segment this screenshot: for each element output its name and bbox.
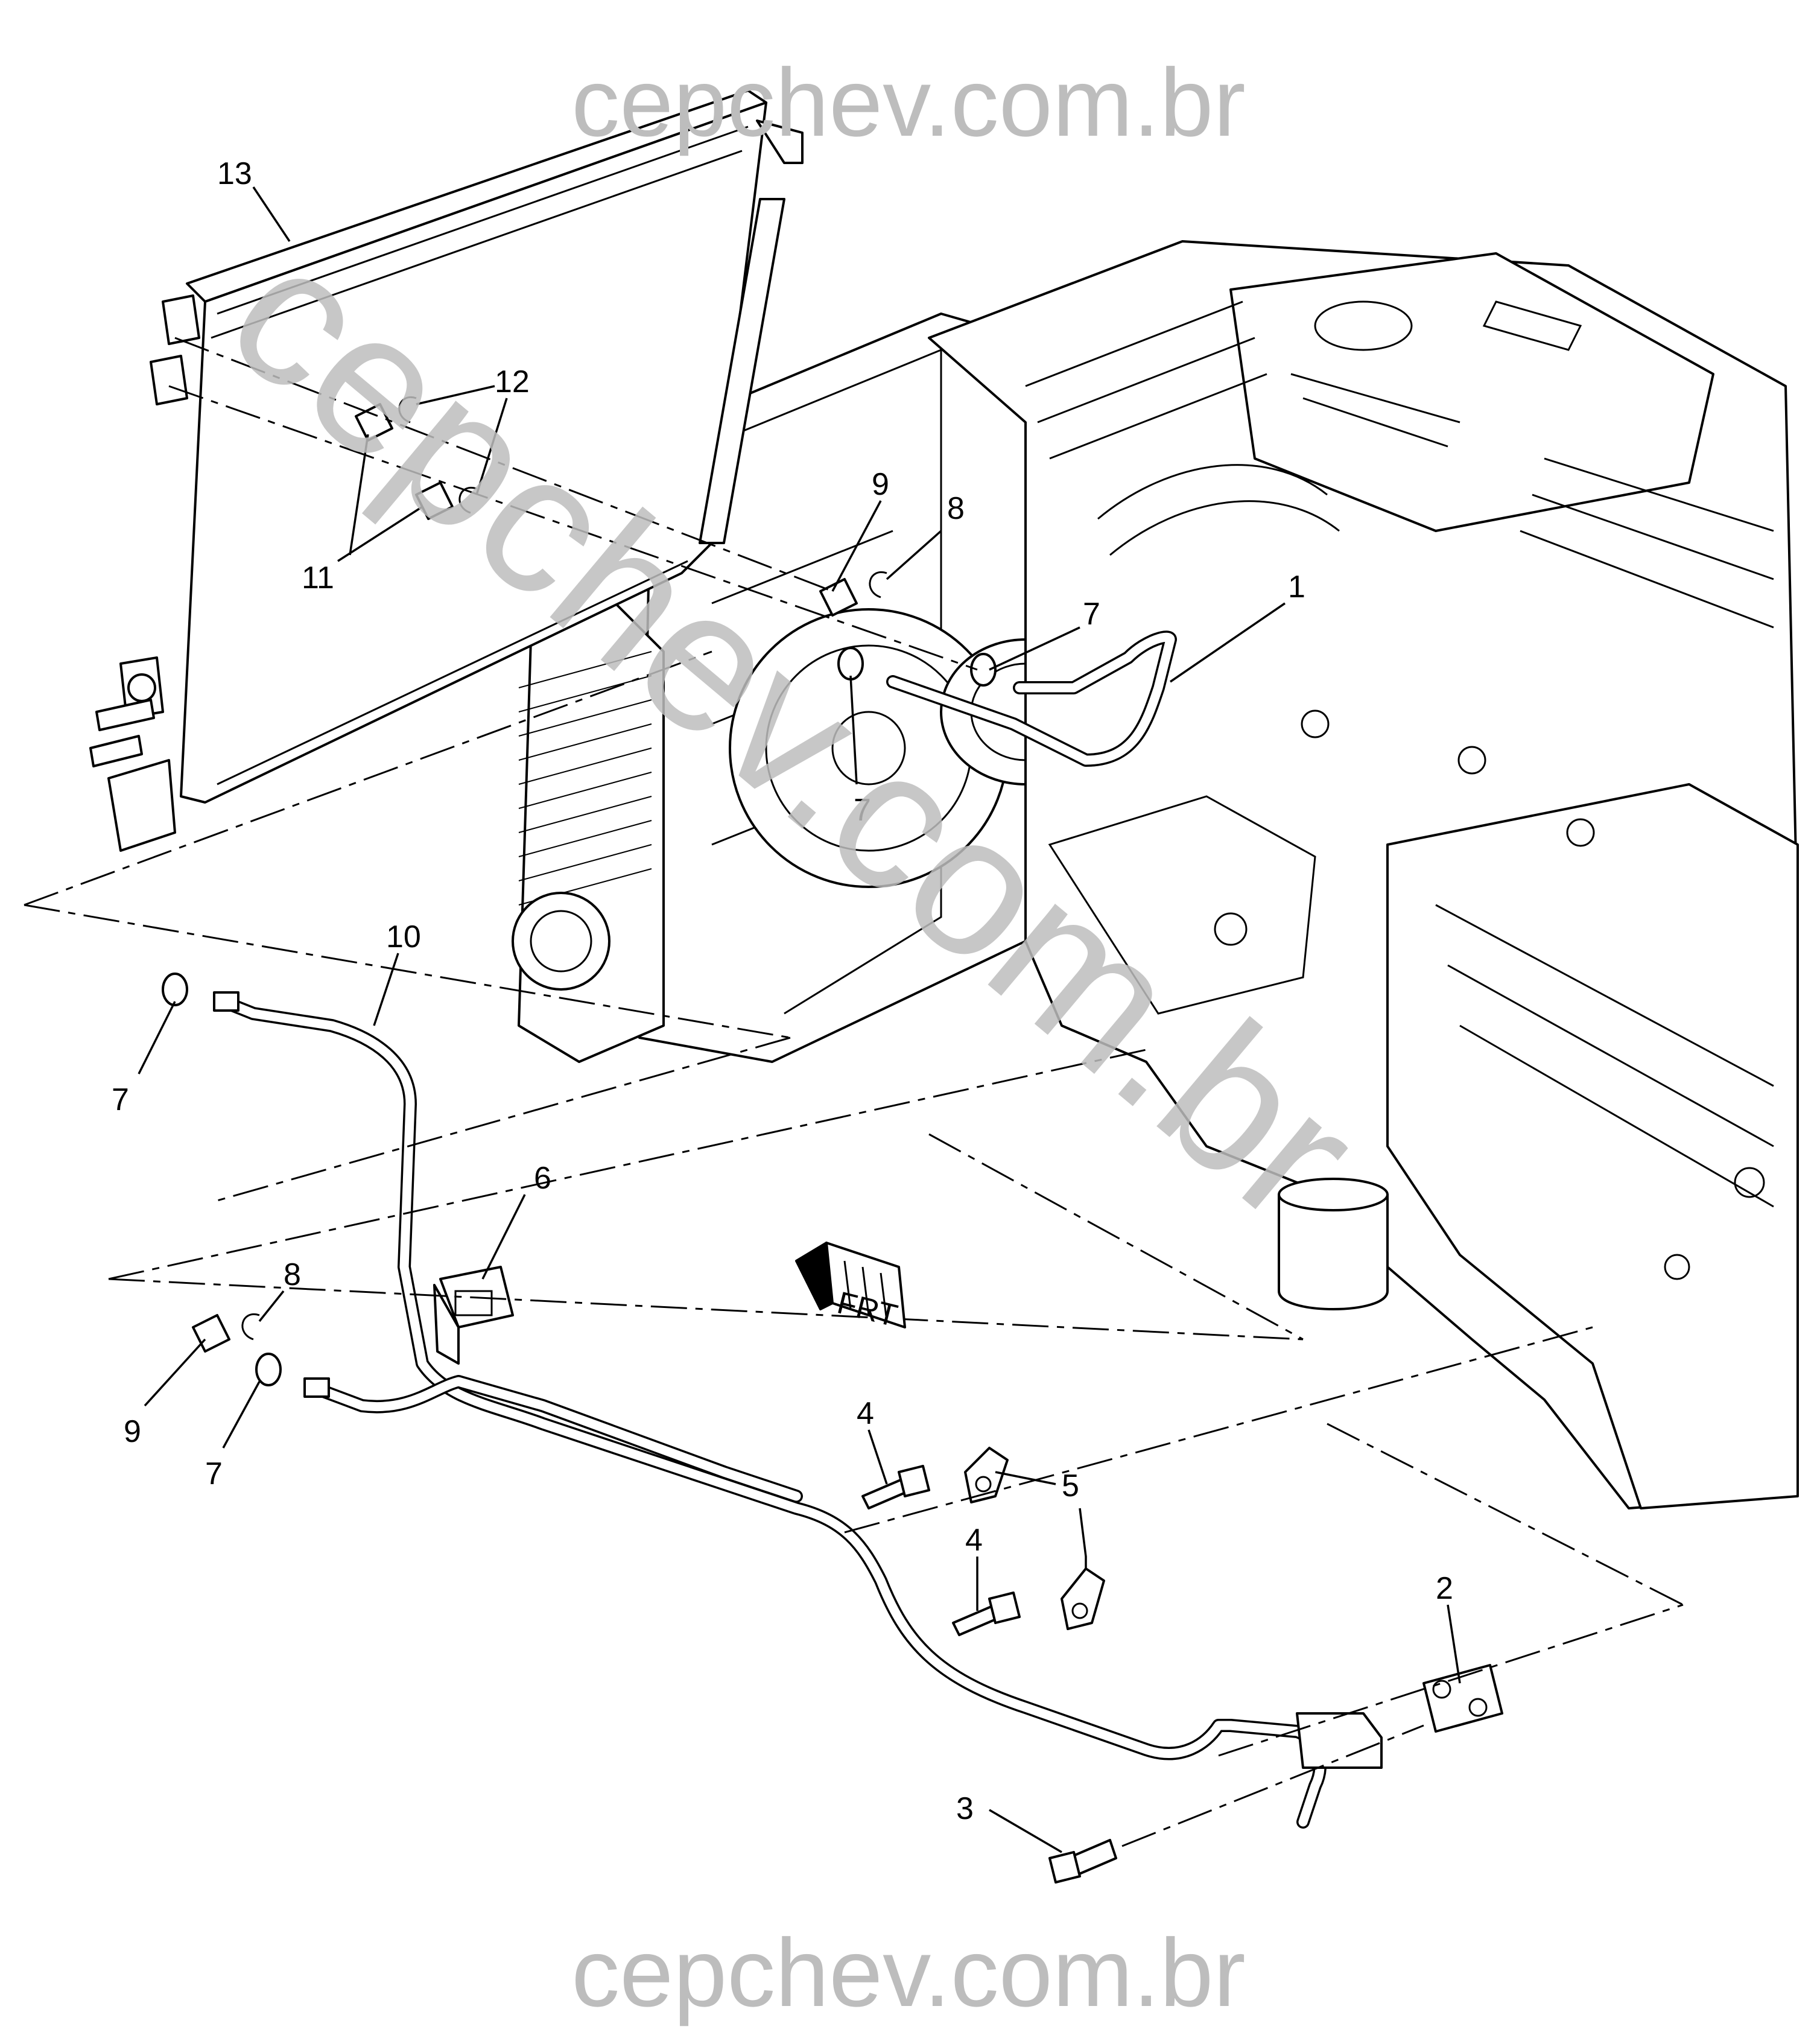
clip-part-8-upper [869,571,887,598]
callout-5: 5 [1062,1468,1079,1503]
clip-part-8-lower [241,1313,260,1341]
callout-7-left: 7 [112,1082,129,1117]
leader-lines [138,186,1461,1853]
ac-line-part-10 [213,991,1383,1829]
front-direction-arrow-icon: FRT [795,1242,906,1334]
callout-9-lower: 9 [124,1414,141,1449]
callout-3: 3 [956,1791,974,1826]
callout-4-upper: 4 [857,1396,874,1431]
clip-part-12-b [458,486,477,514]
callout-8-lower: 8 [284,1257,301,1292]
callout-10: 10 [386,919,421,954]
watermark-top: cepchev.com.br [571,48,1246,156]
watermark-bottom: cepchev.com.br [571,1919,1246,2027]
seal-part-7-left [162,973,188,1006]
engine-assembly [512,240,1799,1509]
callout-4-lower: 4 [965,1523,983,1558]
callout-7-lower: 7 [205,1456,223,1491]
callout-12: 12 [495,364,530,399]
alignment-lines [24,337,1684,1847]
bolt-part-3 [1048,1839,1117,1884]
callout-9-upper: 9 [872,467,889,502]
callout-8-upper: 8 [947,491,965,526]
callout-11: 11 [302,560,334,595]
clip-part-12-a [398,396,417,424]
bolt-part-4-lower [952,1592,1021,1636]
callout-6: 6 [534,1161,551,1196]
bolt-part-4-upper [861,1465,930,1509]
callout-2: 2 [1436,1571,1453,1606]
callout-labels: 1 2 3 4 4 5 6 7 7 7 7 8 8 9 9 10 11 12 1… [112,156,1453,1826]
callout-13: 13 [217,156,252,191]
fitting-part-11-a [355,403,393,442]
callout-7-upper-mid: 7 [854,793,871,828]
clip-part-5-lower [1061,1567,1105,1630]
gasket-part-2 [1422,1664,1503,1733]
fitting-part-11-b [415,481,454,520]
seal-part-7-upper-b [970,653,997,687]
seal-part-7-lower [255,1353,282,1386]
callout-1: 1 [1288,570,1305,605]
callout-7-upper-right: 7 [1083,597,1100,632]
bracket-part-6 [433,1266,514,1365]
